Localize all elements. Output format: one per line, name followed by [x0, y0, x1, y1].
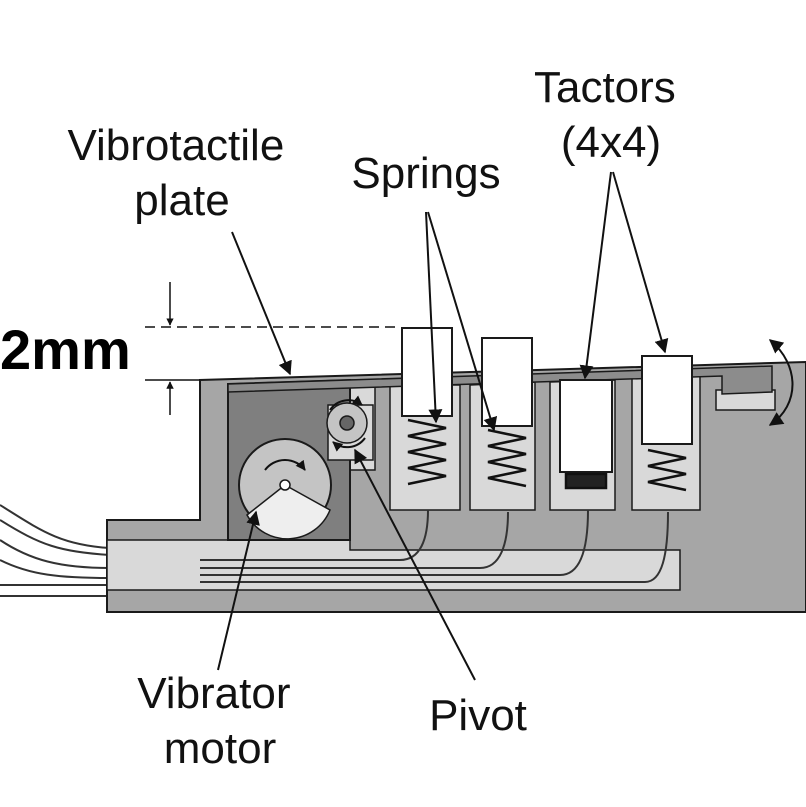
- leader-lines: [217, 171, 669, 681]
- internal-wiring: [200, 509, 669, 583]
- tilt-arrow: [768, 339, 794, 426]
- vibrator-motor-label: Vibrator motor: [137, 669, 303, 773]
- pivot: [326, 395, 374, 461]
- dimension-marker: [145, 282, 400, 415]
- dimension-label: 2mm: [0, 318, 131, 381]
- tactor-pins: [401, 327, 693, 473]
- vibrotactile-plate-label: Vibrotactile plate: [67, 121, 296, 225]
- pivot-label: Pivot: [429, 691, 527, 740]
- springs: [407, 418, 687, 492]
- vibrator-motor: [238, 438, 332, 540]
- springs-label: Springs: [351, 149, 500, 198]
- cable-bundle: [0, 504, 200, 597]
- tactors-label: Tactors (4x4): [534, 63, 688, 167]
